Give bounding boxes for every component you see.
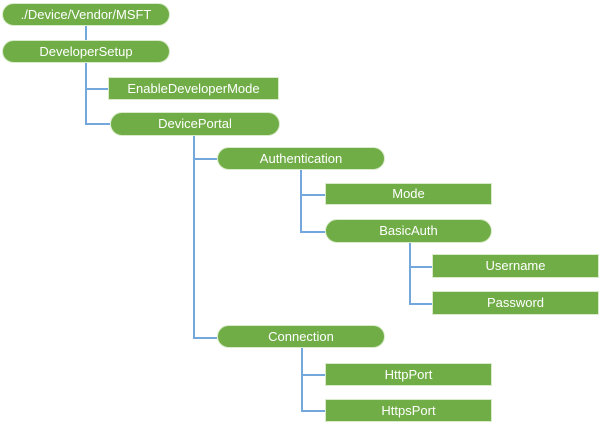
node-http-port: HttpPort [325, 363, 492, 386]
node-label: DevicePortal [158, 116, 232, 131]
node-label: Username [485, 258, 546, 273]
node-label: EnableDeveloperMode [127, 80, 260, 96]
connector-line [300, 231, 325, 233]
node-label: Mode [392, 186, 425, 201]
connector-line [85, 63, 87, 125]
node-mode: Mode [325, 183, 492, 205]
connector-line [301, 374, 325, 376]
connector-line [85, 26, 87, 40]
connector-line [300, 194, 325, 196]
connector-line [409, 303, 432, 305]
node-username: Username [432, 254, 599, 278]
node-label: Password [486, 295, 545, 310]
connector-line [409, 266, 432, 268]
node-label: BasicAuth [379, 223, 438, 238]
connector-line [85, 88, 108, 90]
connector-line [193, 337, 217, 339]
node-device-portal: DevicePortal [110, 112, 280, 136]
connector-line [300, 170, 302, 233]
node-developer-setup: DeveloperSetup [2, 40, 170, 63]
node-root: ./Device/Vendor/MSFT [2, 3, 170, 26]
node-label: ./Device/Vendor/MSFT [20, 6, 152, 22]
node-label: HttpsPort [381, 402, 436, 418]
node-label: HttpPort [384, 366, 433, 382]
node-label: Connection [268, 328, 334, 344]
node-https-port: HttpsPort [325, 399, 492, 422]
node-label: DeveloperSetup [39, 43, 133, 59]
node-password: Password [432, 291, 599, 315]
node-authentication: Authentication [217, 147, 385, 170]
connector-line [301, 410, 325, 412]
connector-line [193, 136, 195, 339]
node-connection: Connection [217, 325, 385, 348]
node-basic-auth: BasicAuth [325, 219, 492, 243]
node-enable-developer-mode: EnableDeveloperMode [108, 77, 279, 100]
node-label: Authentication [259, 150, 343, 166]
connector-line [409, 243, 411, 305]
connector-line [85, 123, 110, 125]
connector-line [301, 348, 303, 412]
connector-line [193, 158, 217, 160]
